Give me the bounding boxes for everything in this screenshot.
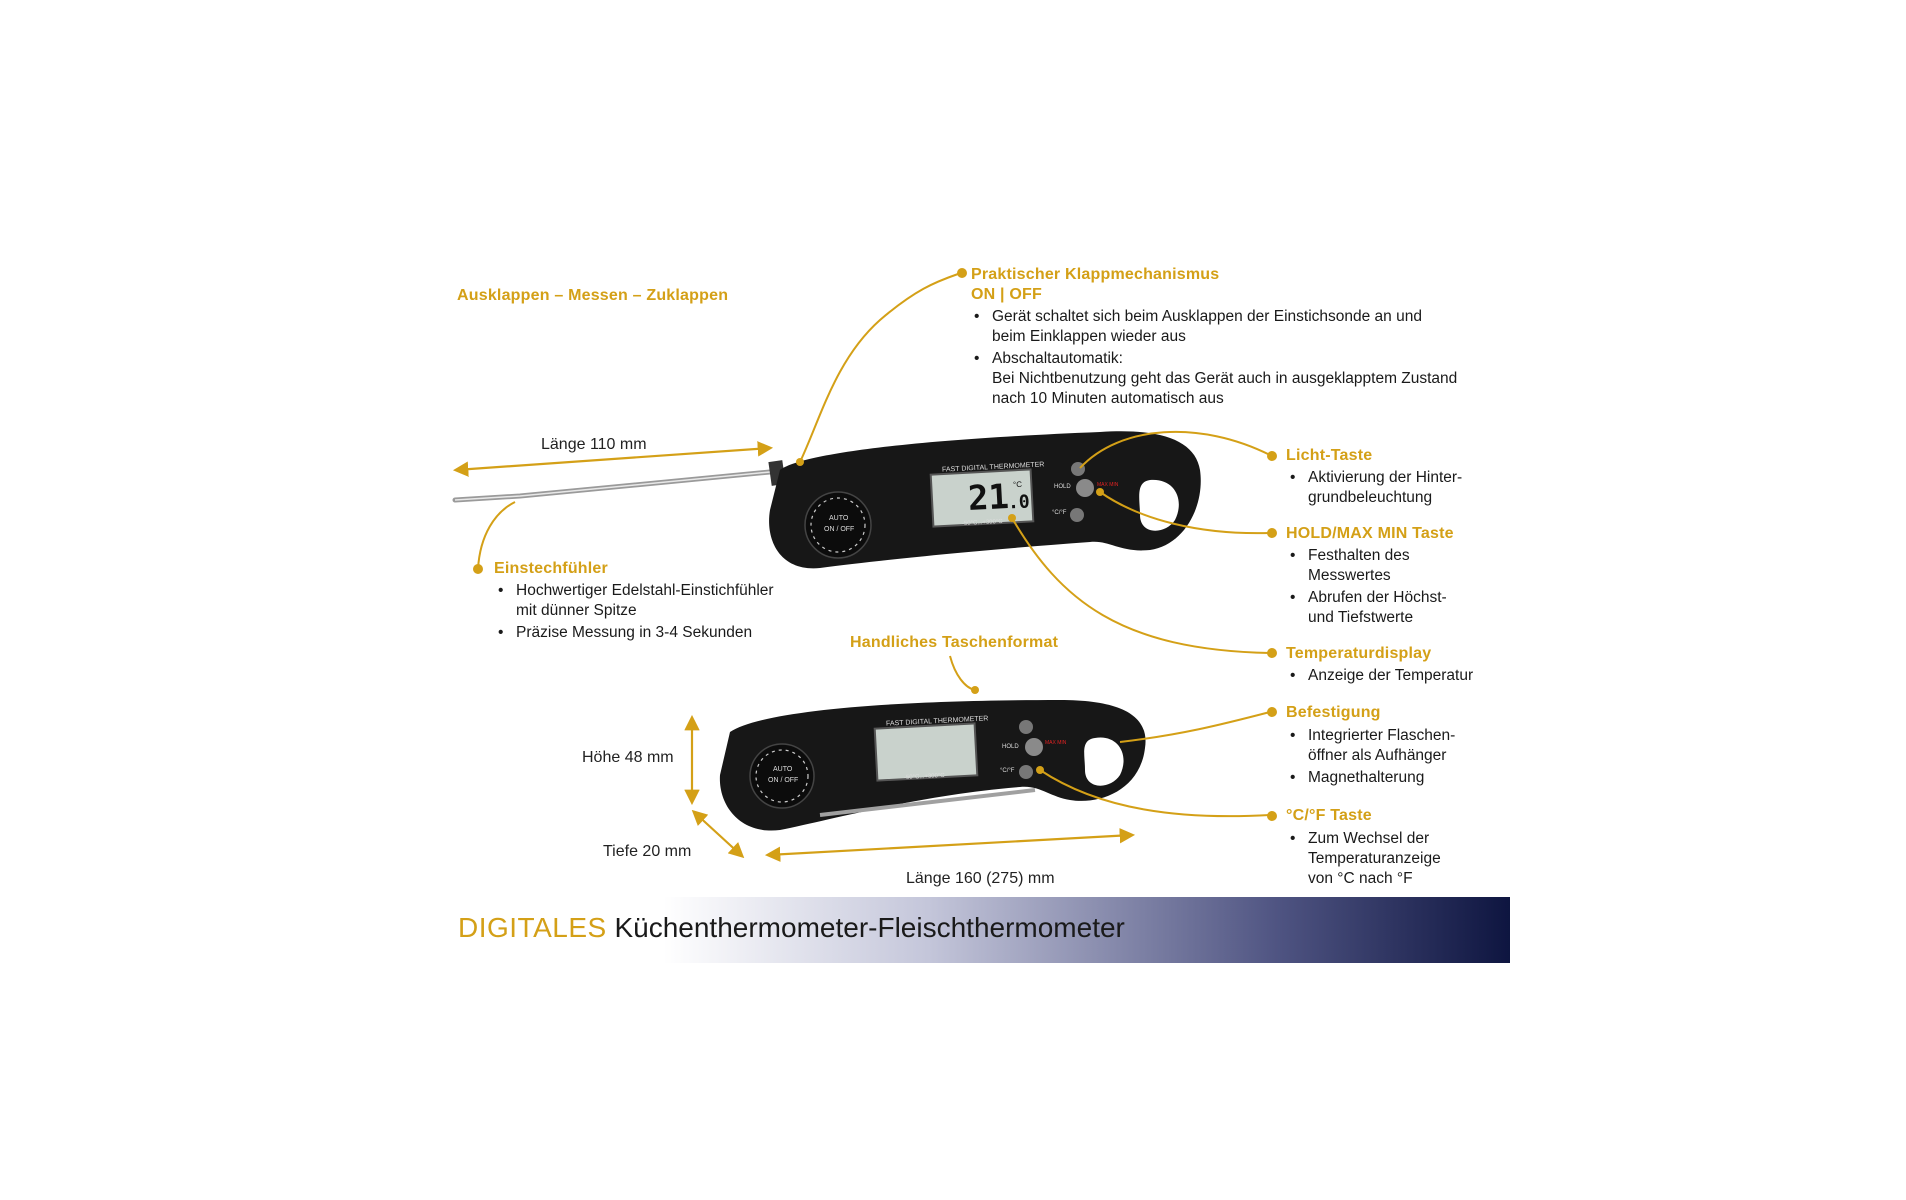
callout-hold-title: HOLD/MAX MIN Taste xyxy=(1286,525,1454,542)
list-item: Präzise Messung in 3-4 Sekunden xyxy=(496,623,774,643)
measure-length-probe: Länge 110 mm xyxy=(541,436,647,453)
arrow-length-probe xyxy=(452,441,774,477)
leader-einstech xyxy=(477,501,516,570)
callout-klapp-list: Gerät schaltet sich beim Ausklappen der … xyxy=(972,307,1457,411)
measure-depth: Tiefe 20 mm xyxy=(603,843,692,860)
callout-klapp-title: Praktischer Klappmechanismus xyxy=(971,266,1220,283)
leader-klapp xyxy=(799,273,959,463)
list-item: Magnethalterung xyxy=(1288,768,1455,788)
auto-label-1: AUTO xyxy=(829,515,849,522)
list-item: Aktivierung der Hinter- grundbeleuchtung xyxy=(1288,468,1462,508)
maxmin-label-bottom: MAX MIN xyxy=(1045,740,1067,746)
leader-befestigung xyxy=(1119,711,1271,743)
callout-klapp-subtitle: ON | OFF xyxy=(971,286,1042,303)
hold-button-bottom xyxy=(1025,738,1043,756)
cf-button-bottom xyxy=(1019,765,1033,779)
callout-display-list: Anzeige der Temperatur xyxy=(1288,666,1473,688)
cf-button-top xyxy=(1070,508,1084,522)
list-item: Abrufen der Höchst- und Tiefstwerte xyxy=(1288,588,1447,628)
arrow-length-total xyxy=(764,827,1136,863)
callout-licht-title: Licht-Taste xyxy=(1286,447,1373,464)
banner-title: DIGITALES Küchenthermometer-Fleischtherm… xyxy=(458,912,1125,944)
headline: Ausklappen – Messen – Zuklappen xyxy=(457,287,729,304)
thermometer-closed xyxy=(719,700,1146,831)
callout-cf-title: °C/°F Taste xyxy=(1286,807,1372,824)
lcd-reading-small: .0 xyxy=(1007,491,1031,514)
measure-height: Höhe 48 mm xyxy=(582,749,674,766)
callout-licht-list: Aktivierung der Hinter- grundbeleuchtung xyxy=(1288,468,1462,510)
maxmin-label-top: MAX MIN xyxy=(1097,482,1119,488)
list-item: Integrierter Flaschen- öffner als Aufhän… xyxy=(1288,726,1455,766)
cf-label-top: °C/°F xyxy=(1052,510,1067,516)
auto-dial-bottom xyxy=(749,743,815,809)
opener-hole-top xyxy=(1139,479,1179,531)
list-item: Zum Wechsel der Temperaturanzeige von °C… xyxy=(1288,829,1441,889)
lcd-reading-big: 21 xyxy=(966,476,1010,520)
measure-length-total: Länge 160 (275) mm xyxy=(906,870,1055,887)
auto-label-2: ON / OFF xyxy=(824,526,855,533)
banner-word-digitales: DIGITALES xyxy=(458,912,607,943)
hold-label-bottom: HOLD xyxy=(1002,744,1019,750)
hold-button-top xyxy=(1076,479,1094,497)
list-item: Hochwertiger Edelstahl-Einstichfühler mi… xyxy=(496,581,774,621)
auto-dial-top xyxy=(804,491,872,559)
callout-einstech-list: Hochwertiger Edelstahl-Einstichfühler mi… xyxy=(496,581,774,645)
thermometer-open xyxy=(452,431,1201,569)
leader-hold xyxy=(1099,491,1271,535)
hold-label-top: HOLD xyxy=(1054,484,1071,490)
callout-einstech-title: Einstechfühler xyxy=(494,560,608,577)
list-item: Gerät schaltet sich beim Ausklappen der … xyxy=(972,307,1457,347)
auto-label-2-bottom: ON / OFF xyxy=(768,777,799,784)
callout-befestigung-list: Integrierter Flaschen- öffner als Aufhän… xyxy=(1288,726,1455,790)
banner-word-product: Küchenthermometer-Fleischthermometer xyxy=(614,912,1125,943)
callout-display-title: Temperaturdisplay xyxy=(1286,645,1432,662)
lcd-top xyxy=(929,468,1035,528)
cf-label-bottom: °C/°F xyxy=(1000,768,1015,774)
leader-licht xyxy=(1079,430,1271,469)
lcd-bottom xyxy=(873,722,979,782)
callout-hold-list: Festhalten des Messwertes Abrufen der Hö… xyxy=(1288,546,1447,630)
callout-befestigung-title: Befestigung xyxy=(1286,704,1381,721)
callout-tasche-title: Handliches Taschenformat xyxy=(850,634,1059,651)
list-item: Abschaltautomatik: Bei Nichtbenutzung ge… xyxy=(972,349,1457,409)
leader-cf xyxy=(1039,769,1271,818)
lcd-unit: °C xyxy=(1012,479,1023,490)
leader-tasche xyxy=(949,655,976,691)
arrow-depth xyxy=(691,809,745,859)
leader-display xyxy=(1011,517,1271,654)
callout-cf-list: Zum Wechsel der Temperaturanzeige von °C… xyxy=(1288,829,1441,891)
list-item: Anzeige der Temperatur xyxy=(1288,666,1473,686)
opener-hole-bottom xyxy=(1084,737,1124,786)
title-banner xyxy=(452,897,1510,963)
light-button-bottom xyxy=(1019,720,1033,734)
auto-label-1-bottom: AUTO xyxy=(773,766,793,773)
list-item: Festhalten des Messwertes xyxy=(1288,546,1447,586)
